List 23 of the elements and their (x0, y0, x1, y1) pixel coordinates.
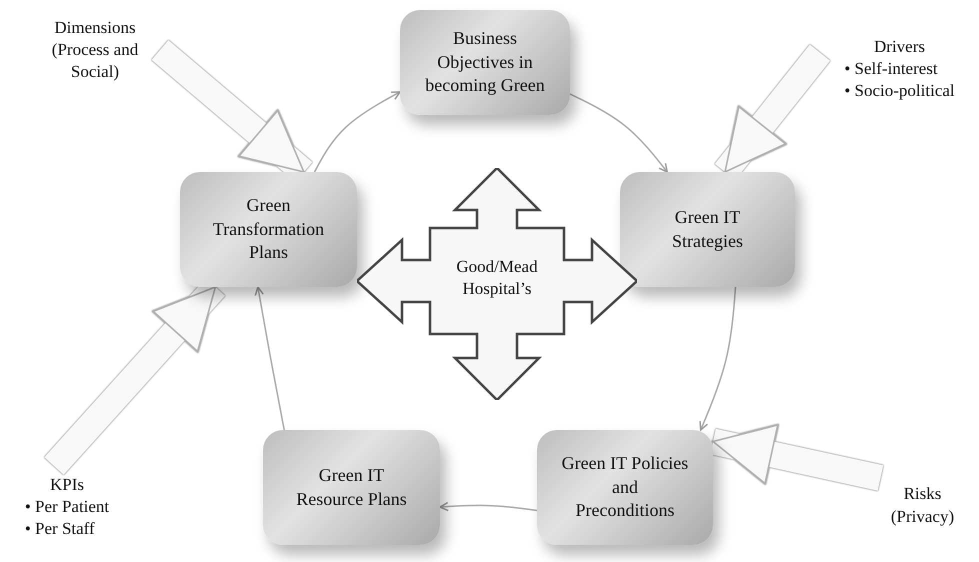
list-heading: Drivers (874, 36, 925, 58)
annotation-text: Risks (Privacy) (890, 483, 956, 528)
center-label: Good/Mead Hospital’s (455, 256, 539, 300)
arrow (570, 93, 668, 173)
arrow (699, 286, 736, 431)
box-label: Green IT Strategies (671, 206, 744, 253)
box-label: Green Transformation Plans (212, 194, 326, 264)
bullet-list: • Per Patient • Per Staff (24, 496, 110, 540)
arrow (254, 286, 285, 430)
list-heading: KPIs (50, 474, 84, 496)
arrow (439, 502, 538, 512)
box-label: Green IT Resource Plans (295, 464, 408, 510)
process-box (180, 172, 357, 287)
process-box (400, 10, 570, 115)
bullet-list: • Self-interest • Socio-political (844, 58, 955, 102)
process-box (537, 430, 713, 545)
process-box (263, 430, 440, 545)
arrow (314, 91, 401, 172)
process-box (620, 172, 795, 287)
annotation-text: Dimensions (Process and Social) (50, 16, 140, 84)
box-label: Business Objectives in becoming Green (424, 27, 546, 98)
box-label: Green IT Policies and Preconditions (561, 452, 689, 522)
block-arrow (710, 424, 884, 491)
